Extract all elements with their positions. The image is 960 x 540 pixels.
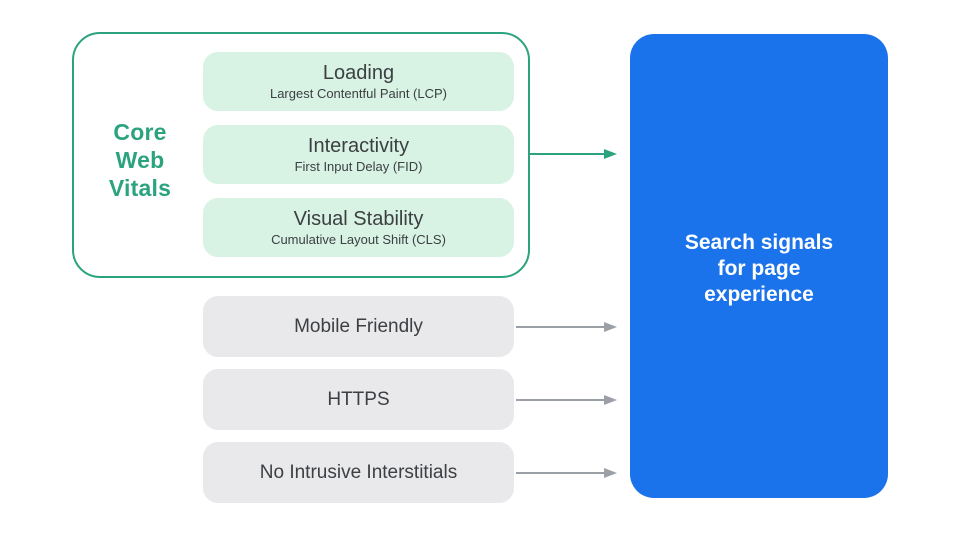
search-signals-box: Search signals for page experience — [630, 34, 888, 498]
arrow-https-icon — [516, 394, 617, 406]
arrow-core-web-vitals-icon — [530, 148, 617, 160]
arrow-mobile-friendly-icon — [516, 321, 617, 333]
factor-label: No Intrusive Interstitials — [259, 461, 458, 483]
arrow-no-intrusive-interstitials-icon — [516, 467, 617, 479]
metric-title: Loading — [322, 62, 395, 84]
metric-subtitle: Cumulative Layout Shift (CLS) — [271, 232, 446, 247]
core-web-vitals-label-line: Vitals — [108, 175, 172, 201]
arrow-shaft — [516, 399, 604, 401]
metric-title: Interactivity — [307, 135, 410, 157]
factor-label: Mobile Friendly — [294, 315, 423, 337]
search-signals-line: for page — [717, 257, 801, 280]
arrow-shaft — [516, 326, 604, 328]
core-web-vitals-label-line: Core — [113, 119, 167, 145]
arrow-shaft — [530, 153, 604, 155]
factor-pill-https: HTTPS — [203, 369, 514, 430]
search-signals-line: Search signals — [684, 231, 834, 254]
metric-pill-interactivity: Interactivity First Input Delay (FID) — [203, 125, 514, 184]
core-web-vitals-label: Core Web Vitals — [80, 118, 200, 202]
metric-subtitle: Largest Contentful Paint (LCP) — [269, 86, 448, 101]
arrow-head-icon — [604, 149, 617, 159]
arrow-shaft — [516, 472, 604, 474]
metric-pill-loading: Loading Largest Contentful Paint (LCP) — [203, 52, 514, 111]
factor-pill-mobile-friendly: Mobile Friendly — [203, 296, 514, 357]
arrow-head-icon — [604, 322, 617, 332]
factor-pill-no-intrusive-interstitials: No Intrusive Interstitials — [203, 442, 514, 503]
search-signals-text: Search signals for page experience — [685, 230, 833, 308]
metric-subtitle: First Input Delay (FID) — [294, 159, 423, 174]
factor-label: HTTPS — [327, 388, 390, 410]
search-signals-line: experience — [704, 283, 814, 306]
metric-title: Visual Stability — [293, 208, 424, 230]
arrow-head-icon — [604, 468, 617, 478]
core-web-vitals-label-line: Web — [115, 147, 165, 173]
metric-pill-visual-stability: Visual Stability Cumulative Layout Shift… — [203, 198, 514, 257]
arrow-head-icon — [604, 395, 617, 405]
